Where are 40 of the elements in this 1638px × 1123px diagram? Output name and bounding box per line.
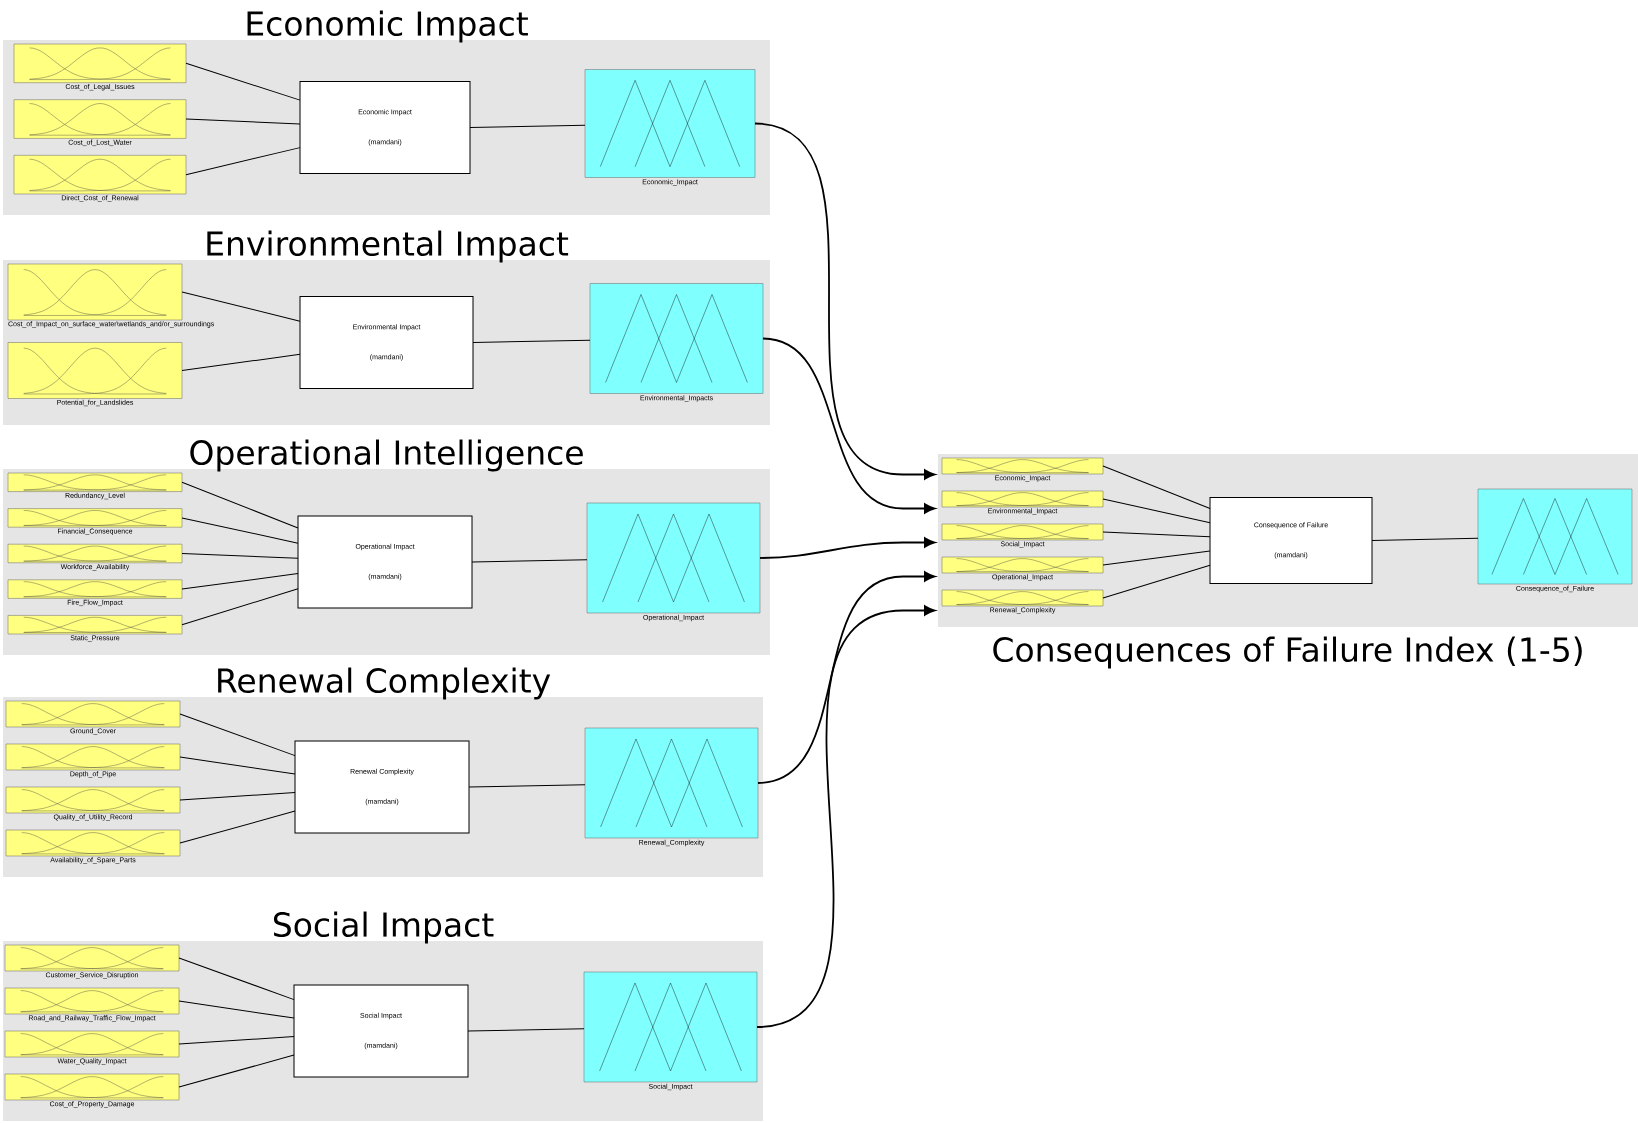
arrow bbox=[762, 337, 936, 514]
node-label: Renewal Complexity bbox=[218, 667, 551, 700]
connector-line bbox=[185, 147, 301, 176]
connector-line bbox=[1102, 564, 1211, 599]
connector-line bbox=[471, 559, 588, 563]
connector-line bbox=[181, 481, 299, 529]
connector-line bbox=[178, 1054, 295, 1088]
connector-line bbox=[178, 1000, 295, 1019]
connector-line bbox=[469, 124, 586, 128]
connector-line bbox=[179, 713, 296, 757]
connector-line bbox=[181, 517, 299, 544]
connector-line bbox=[1102, 498, 1211, 524]
connector-line bbox=[179, 756, 296, 775]
connector-line bbox=[179, 810, 296, 844]
arrow bbox=[756, 605, 936, 1028]
node-label: Environmental Impact bbox=[207, 230, 569, 263]
connector-line bbox=[1371, 537, 1479, 541]
arrow bbox=[759, 537, 936, 559]
connector-line bbox=[1102, 531, 1211, 538]
connector-line bbox=[181, 291, 301, 322]
connector-line bbox=[1102, 465, 1211, 509]
connector-line bbox=[185, 62, 301, 101]
connector-line bbox=[472, 339, 591, 343]
node-label: Consequences of Failure Index (1-5) bbox=[993, 636, 1582, 669]
connector-line bbox=[1102, 550, 1211, 566]
connector-line bbox=[181, 588, 299, 626]
node-label: Operational Intelligence bbox=[190, 439, 583, 472]
node-label: Social Impact bbox=[273, 911, 494, 944]
node-label: Economic Impact bbox=[247, 10, 528, 43]
connector-line bbox=[468, 784, 586, 788]
connector-line bbox=[178, 957, 295, 1001]
connector-line bbox=[467, 1028, 585, 1032]
arrow bbox=[757, 571, 936, 784]
connector-line bbox=[185, 118, 301, 125]
connector-line bbox=[181, 553, 299, 559]
arrow bbox=[754, 122, 936, 480]
connector-line bbox=[181, 573, 299, 590]
connector-line bbox=[181, 353, 301, 371]
connector-line bbox=[178, 1036, 295, 1045]
connector-line bbox=[179, 792, 296, 801]
